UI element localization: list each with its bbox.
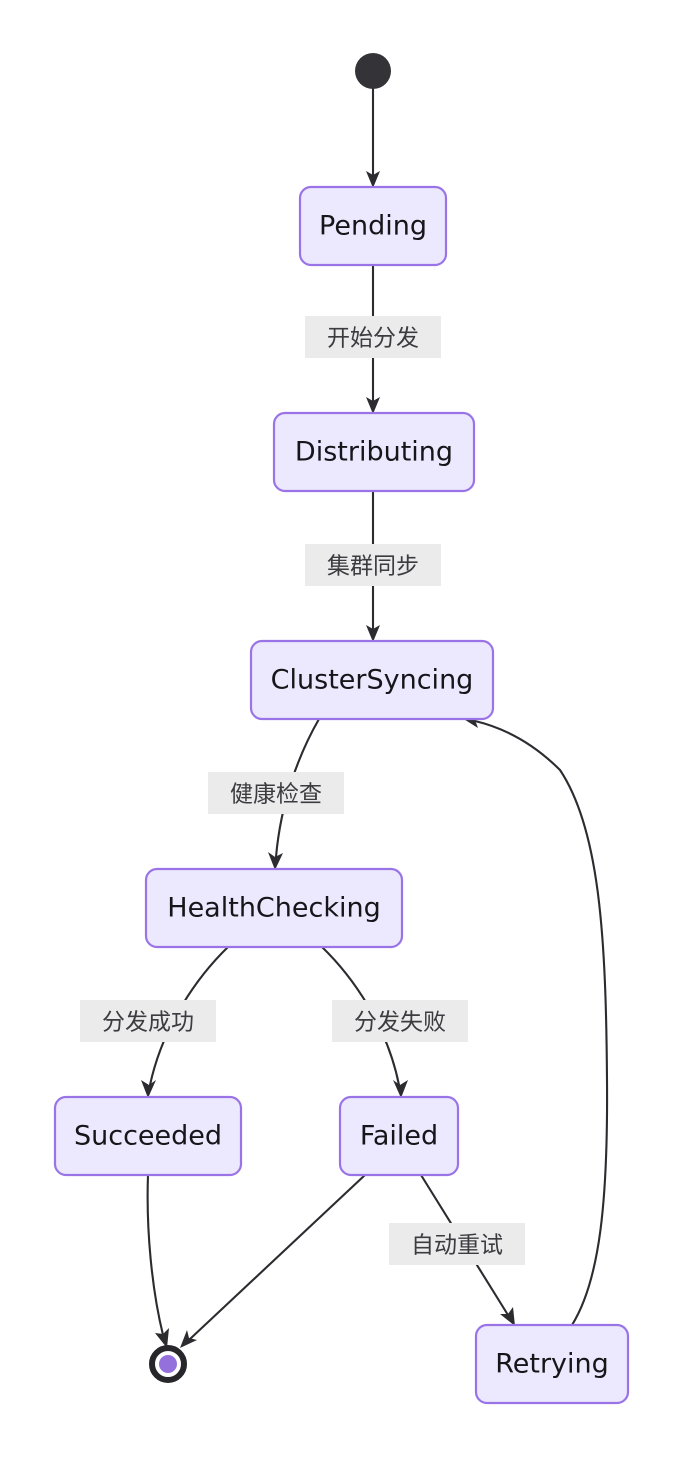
node-label: Pending bbox=[319, 211, 427, 242]
edge-label-text: 开始分发 bbox=[327, 326, 419, 352]
state-node-failed[interactable]: Failed bbox=[338, 1095, 460, 1177]
node-label: Distributing bbox=[295, 437, 453, 468]
edge-label-distribution-success: 分发成功 bbox=[80, 1000, 216, 1042]
edge-path bbox=[146, 1173, 165, 1337]
state-node-distributing[interactable]: Distributing bbox=[272, 411, 476, 493]
edges-layer bbox=[141, 87, 609, 1348]
start-state-node[interactable] bbox=[355, 53, 391, 89]
edge-label-text: 健康检查 bbox=[230, 782, 322, 808]
state-node-healthchecking[interactable]: HealthChecking bbox=[144, 867, 404, 949]
node-box[interactable] bbox=[338, 1095, 460, 1177]
label-background bbox=[305, 316, 441, 358]
node-label: Failed bbox=[360, 1121, 438, 1152]
node-box[interactable] bbox=[144, 867, 404, 949]
edge-label-text: 自动重试 bbox=[411, 1233, 503, 1259]
edge-label-start-distribution: 开始分发 bbox=[305, 316, 441, 358]
label-background bbox=[305, 544, 441, 586]
arrowhead bbox=[141, 1080, 156, 1098]
label-background bbox=[332, 1000, 468, 1042]
edge-start-to-pending bbox=[366, 87, 380, 188]
edge-label-cluster-sync: 集群同步 bbox=[305, 544, 441, 586]
arrowhead bbox=[268, 852, 283, 870]
node-box[interactable] bbox=[272, 411, 476, 493]
edge-label-text: 集群同步 bbox=[327, 554, 419, 580]
end-state-node[interactable] bbox=[149, 1345, 187, 1383]
edge-label-distribution-failure: 分发失败 bbox=[332, 1000, 468, 1042]
node-label: HealthChecking bbox=[167, 893, 380, 924]
node-box[interactable] bbox=[249, 639, 495, 721]
state-node-clustersyncing[interactable]: ClusterSyncing bbox=[249, 639, 495, 721]
edge-path bbox=[188, 1173, 367, 1341]
arrowhead bbox=[180, 1330, 197, 1348]
label-background bbox=[80, 1000, 216, 1042]
state-node-retrying[interactable]: Retrying bbox=[474, 1323, 630, 1405]
state-node-succeeded[interactable]: Succeeded bbox=[53, 1095, 243, 1177]
label-background bbox=[208, 772, 344, 814]
arrowhead bbox=[155, 1328, 169, 1348]
node-label: Succeeded bbox=[74, 1121, 222, 1152]
node-label: Retrying bbox=[495, 1349, 609, 1380]
arrowhead bbox=[366, 397, 380, 414]
state-node-pending[interactable]: Pending bbox=[298, 185, 448, 267]
arrowhead bbox=[500, 1307, 515, 1326]
edge-label-auto-retry: 自动重试 bbox=[389, 1223, 525, 1265]
node-box[interactable] bbox=[474, 1323, 630, 1405]
edge-label-text: 分发失败 bbox=[354, 1010, 446, 1036]
arrowhead bbox=[366, 171, 380, 188]
edge-path bbox=[473, 719, 609, 1327]
end-state-inner-dot bbox=[159, 1355, 177, 1373]
edge-label-text: 分发成功 bbox=[102, 1010, 194, 1036]
edge-labels-layer: 开始分发 集群同步 健康检查 分发成功 分发失败 自动重试 bbox=[80, 316, 525, 1265]
arrowhead bbox=[393, 1080, 408, 1098]
node-box[interactable] bbox=[298, 185, 448, 267]
nodes-layer: Pending Distributing ClusterSyncing Heal… bbox=[53, 53, 630, 1405]
arrowhead bbox=[366, 625, 380, 642]
edge-label-health-check: 健康检查 bbox=[208, 772, 344, 814]
edge-failed-to-end bbox=[180, 1173, 367, 1348]
edge-succeeded-to-end bbox=[146, 1173, 169, 1348]
node-label: ClusterSyncing bbox=[271, 665, 474, 696]
node-box[interactable] bbox=[53, 1095, 243, 1177]
label-background bbox=[389, 1223, 525, 1265]
